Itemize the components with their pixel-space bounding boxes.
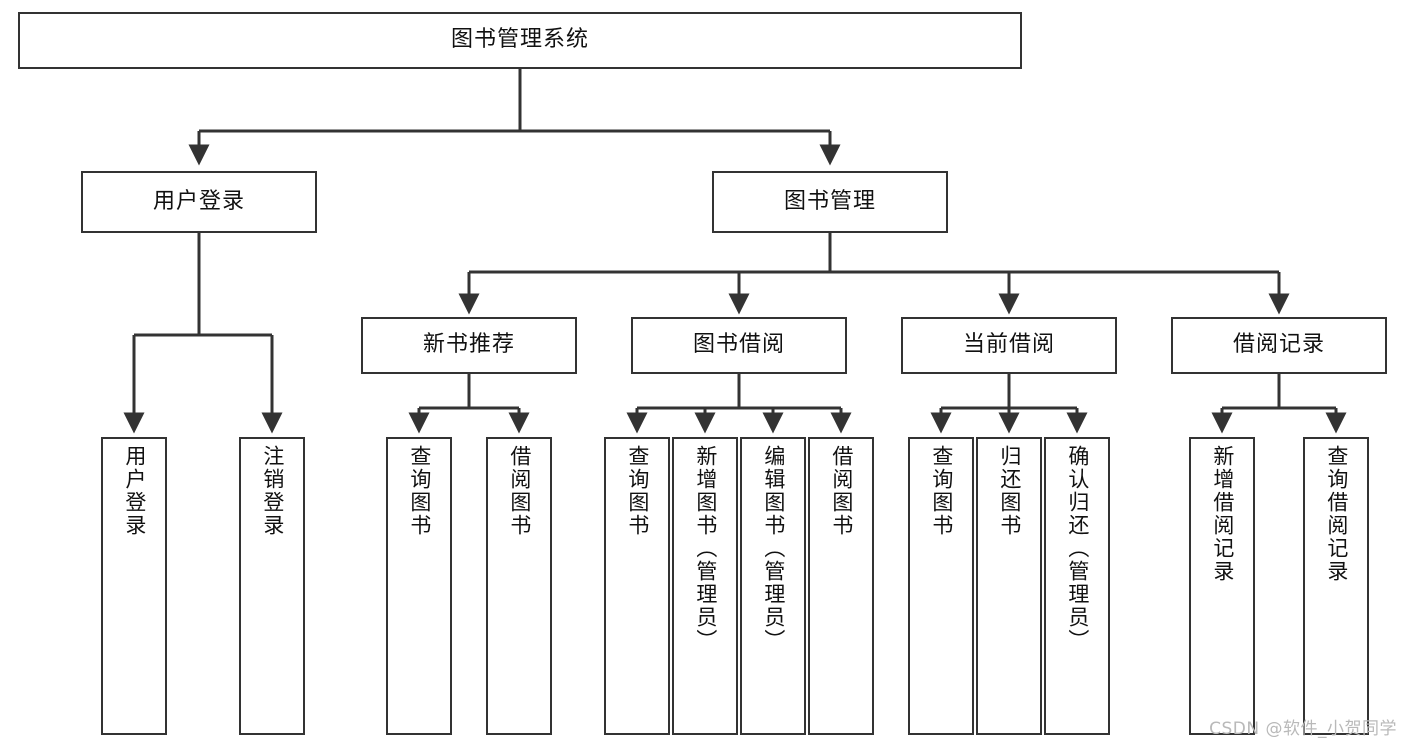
- leaf-edit-book-label: 编辑图书（管理员）: [761, 445, 786, 652]
- leaf-logout-label: 注销登录: [260, 445, 285, 537]
- leaf-add-book[interactable]: 新增图书（管理员）: [672, 437, 738, 735]
- leaf-borrow-book-1[interactable]: 借阅图书: [486, 437, 552, 735]
- node-book-manage[interactable]: 图书管理: [712, 171, 948, 233]
- leaf-query-book-2-label: 查询图书: [625, 445, 650, 537]
- node-root-label: 图书管理系统: [450, 27, 589, 53]
- leaf-return-book[interactable]: 归还图书: [976, 437, 1042, 735]
- leaf-return-book-label: 归还图书: [997, 445, 1022, 537]
- leaf-query-record[interactable]: 查询借阅记录: [1303, 437, 1369, 735]
- leaf-query-book-3-label: 查询图书: [929, 445, 954, 537]
- node-borrow-record[interactable]: 借阅记录: [1171, 317, 1387, 374]
- leaf-add-record[interactable]: 新增借阅记录: [1189, 437, 1255, 735]
- node-user-login[interactable]: 用户登录: [81, 171, 317, 233]
- leaf-confirm-return-label: 确认归还（管理员）: [1065, 445, 1090, 652]
- leaf-user-login[interactable]: 用户登录: [101, 437, 167, 735]
- node-book-manage-label: 图书管理: [783, 188, 876, 214]
- node-user-login-label: 用户登录: [152, 188, 245, 214]
- leaf-logout[interactable]: 注销登录: [239, 437, 305, 735]
- leaf-query-book-1[interactable]: 查询图书: [386, 437, 452, 735]
- leaf-edit-book[interactable]: 编辑图书（管理员）: [740, 437, 806, 735]
- leaf-query-record-label: 查询借阅记录: [1324, 445, 1349, 583]
- leaf-borrow-book-1-label: 借阅图书: [507, 445, 532, 537]
- node-current-borrow-label: 当前借阅: [962, 332, 1055, 358]
- leaf-query-book-1-label: 查询图书: [407, 445, 432, 537]
- leaf-query-book-3[interactable]: 查询图书: [908, 437, 974, 735]
- leaf-add-record-label: 新增借阅记录: [1210, 445, 1235, 583]
- leaf-borrow-book-2-label: 借阅图书: [829, 445, 854, 537]
- node-book-borrow-label: 图书借阅: [692, 332, 785, 358]
- leaf-user-login-label: 用户登录: [122, 445, 147, 537]
- leaf-borrow-book-2[interactable]: 借阅图书: [808, 437, 874, 735]
- node-root[interactable]: 图书管理系统: [18, 12, 1022, 69]
- leaf-query-book-2[interactable]: 查询图书: [604, 437, 670, 735]
- leaf-add-book-label: 新增图书（管理员）: [693, 445, 718, 652]
- node-new-book-rec[interactable]: 新书推荐: [361, 317, 577, 374]
- node-new-book-rec-label: 新书推荐: [422, 332, 515, 358]
- node-book-borrow[interactable]: 图书借阅: [631, 317, 847, 374]
- node-borrow-record-label: 借阅记录: [1232, 332, 1325, 358]
- leaf-confirm-return[interactable]: 确认归还（管理员）: [1044, 437, 1110, 735]
- watermark-text: CSDN @软件_小贺同学: [1209, 719, 1397, 739]
- node-current-borrow[interactable]: 当前借阅: [901, 317, 1117, 374]
